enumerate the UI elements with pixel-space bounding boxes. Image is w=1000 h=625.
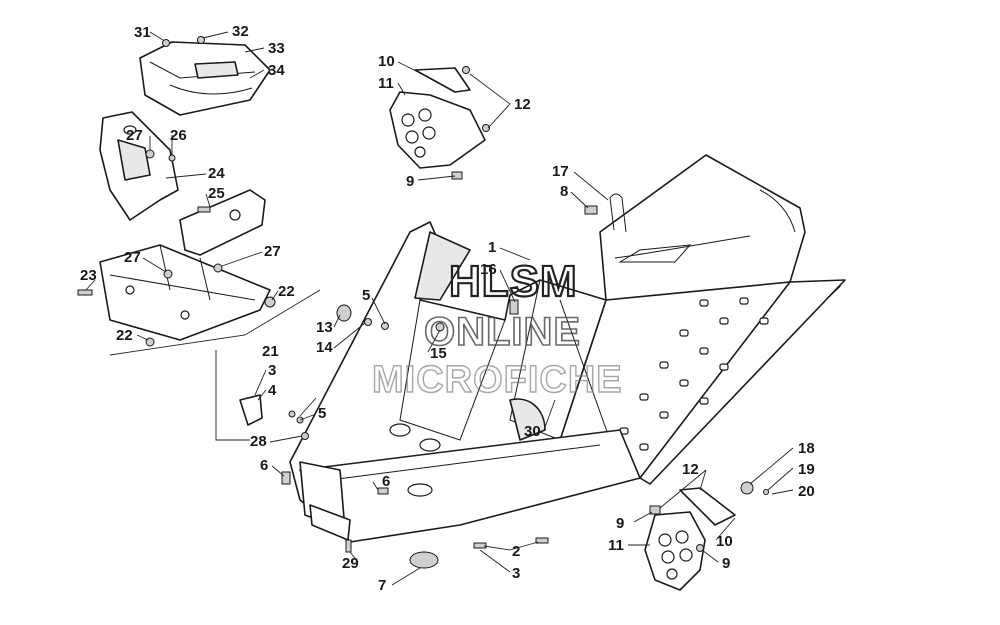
callout-17: 17 bbox=[552, 163, 569, 180]
callout-9-a: 9 bbox=[406, 173, 414, 190]
callout-22-b: 22 bbox=[116, 327, 133, 344]
callout-7: 7 bbox=[378, 577, 386, 594]
callout-14: 14 bbox=[316, 339, 333, 356]
callout-30: 30 bbox=[524, 423, 541, 440]
callout-labels: 31 32 33 34 27 26 24 25 27 27 23 22 22 2… bbox=[80, 23, 815, 594]
callout-33: 33 bbox=[268, 40, 285, 57]
callout-5-a: 5 bbox=[362, 287, 370, 304]
callout-16: 16 bbox=[480, 261, 497, 278]
hardware bbox=[77, 36, 769, 569]
running-board-holes bbox=[619, 297, 769, 451]
upper-left-assembly bbox=[99, 41, 321, 441]
callout-32: 32 bbox=[232, 23, 249, 40]
callout-34: 34 bbox=[268, 62, 285, 79]
callout-5-b: 5 bbox=[318, 405, 326, 422]
watermark-line-3: MICROFICHE bbox=[372, 359, 623, 401]
callout-9-c: 9 bbox=[722, 555, 730, 572]
watermark: HLSM ONLINE MICROFICHE bbox=[371, 256, 623, 402]
callout-6-a: 6 bbox=[260, 457, 268, 474]
callout-2: 2 bbox=[512, 543, 520, 560]
shield-bottom bbox=[644, 487, 736, 591]
callout-6-b: 6 bbox=[382, 473, 390, 490]
watermark-line-1: HLSM bbox=[449, 257, 578, 306]
callout-20: 20 bbox=[798, 483, 815, 500]
callout-21: 21 bbox=[262, 343, 279, 360]
chassis-frame bbox=[289, 154, 846, 543]
callout-31: 31 bbox=[134, 24, 151, 41]
callout-22-a: 22 bbox=[278, 283, 295, 300]
callout-19: 19 bbox=[798, 461, 815, 478]
callout-12-a: 12 bbox=[514, 96, 531, 113]
callout-9-b: 9 bbox=[616, 515, 624, 532]
callout-10-a: 10 bbox=[378, 53, 395, 70]
callout-8: 8 bbox=[560, 183, 568, 200]
shield-top bbox=[389, 67, 486, 169]
callout-10-b: 10 bbox=[716, 533, 733, 550]
callout-11-b: 11 bbox=[608, 537, 624, 554]
callout-24: 24 bbox=[208, 165, 225, 182]
callout-11-a: 11 bbox=[378, 75, 394, 92]
callout-26: 26 bbox=[170, 127, 187, 144]
callout-23: 23 bbox=[80, 267, 97, 284]
callout-12-b: 12 bbox=[682, 461, 699, 478]
callout-27-a: 27 bbox=[126, 127, 143, 144]
callout-1: 1 bbox=[488, 239, 496, 256]
callout-29: 29 bbox=[342, 555, 359, 572]
callout-25: 25 bbox=[208, 185, 225, 202]
callout-13: 13 bbox=[316, 319, 333, 336]
callout-3-a: 3 bbox=[268, 362, 276, 379]
callout-15: 15 bbox=[430, 345, 447, 362]
callout-3-b: 3 bbox=[512, 565, 520, 582]
callout-27-b: 27 bbox=[264, 243, 281, 260]
watermark-line-2: ONLINE bbox=[424, 310, 581, 354]
callout-28: 28 bbox=[250, 433, 267, 450]
callout-4: 4 bbox=[268, 382, 277, 399]
leader-lines bbox=[85, 31, 794, 586]
callout-18: 18 bbox=[798, 440, 815, 457]
callout-27-c: 27 bbox=[124, 249, 141, 266]
